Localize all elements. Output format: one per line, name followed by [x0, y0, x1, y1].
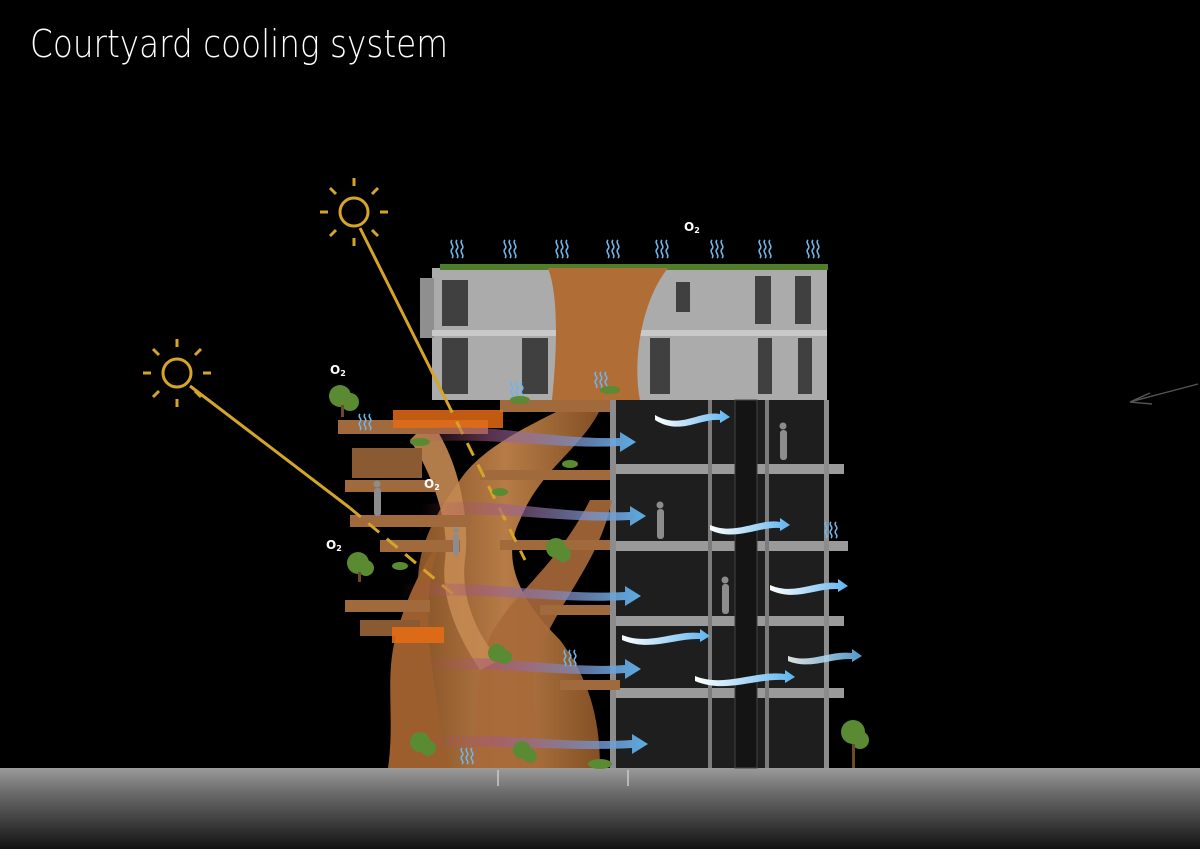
- oxygen-label: O2: [424, 477, 440, 492]
- tree-icon: [488, 644, 512, 664]
- heat-absorbing-panel: [392, 627, 444, 643]
- sun-ray-paths: [189, 227, 527, 602]
- tree-icon: [410, 732, 436, 756]
- person-silhouette-icon: [373, 480, 381, 516]
- heat-rising-icon: [460, 747, 474, 765]
- heat-rising-icon-group: [358, 239, 838, 765]
- sun-icon: [320, 178, 388, 246]
- heat-rising-icon: [758, 239, 772, 259]
- heat-rising-icon: [358, 413, 372, 431]
- tree-icon: [513, 741, 537, 763]
- airflow-arrow-icon: [710, 518, 790, 535]
- heat-rising-icon: [555, 239, 569, 259]
- airflow-arrow-icon: [400, 583, 641, 606]
- person-silhouette-icon: [779, 422, 787, 460]
- heat-rising-icon: [594, 371, 608, 389]
- lower-building-block: [610, 399, 848, 769]
- oxygen-label: O2: [684, 220, 700, 235]
- ground-posts: [497, 770, 629, 786]
- greenery: [329, 385, 869, 769]
- person-silhouette-icon: [453, 527, 459, 556]
- tree-icon: [329, 385, 359, 417]
- airflow-arrows-courtyard: [400, 427, 648, 754]
- sun-icon: [143, 339, 211, 407]
- heat-rising-icon: [710, 239, 724, 259]
- people: [373, 422, 787, 614]
- airflow-arrow-icon: [695, 670, 795, 687]
- airflow-arrow-icon: [770, 579, 848, 595]
- person-silhouette-icon: [721, 576, 729, 614]
- tree-icon: [347, 552, 374, 582]
- heat-rising-icon: [824, 521, 838, 539]
- tree-icon: [841, 720, 869, 768]
- airflow-arrows-interior: [622, 410, 862, 687]
- heat-rising-icon: [450, 239, 464, 259]
- heat-rising-icon: [606, 239, 620, 259]
- airflow-arrow-icon: [420, 502, 646, 526]
- oxygen-label: O2: [326, 538, 342, 553]
- heat-rising-icon: [503, 239, 517, 259]
- airflow-arrow-icon: [655, 410, 730, 427]
- airflow-arrow-icon: [622, 629, 710, 645]
- heat-rising-icon: [806, 239, 820, 259]
- heat-rising-icon: [563, 649, 577, 667]
- airflow-arrow-icon: [788, 649, 862, 665]
- airflow-arrow-icon: [420, 734, 648, 754]
- tree-icon: [546, 538, 571, 562]
- oxygen-label: O2: [330, 363, 346, 378]
- heat-rising-icon: [655, 239, 669, 259]
- ground: [0, 768, 1200, 849]
- airflow-arrow-icon: [420, 657, 641, 679]
- heat-rising-icon: [510, 381, 524, 399]
- airflow-arrow-icon: [410, 427, 636, 452]
- heat-absorbing-panel: [393, 410, 503, 428]
- person-silhouette-icon: [656, 501, 664, 539]
- direction-arrow-icon: [1129, 383, 1199, 405]
- page-title: Courtyard cooling system: [30, 22, 449, 66]
